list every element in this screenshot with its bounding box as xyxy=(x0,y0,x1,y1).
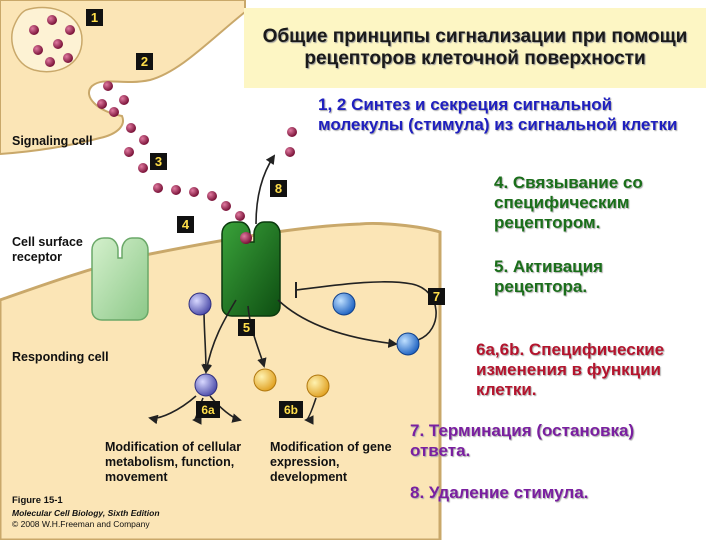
svg-text:4: 4 xyxy=(182,217,190,232)
svg-text:1: 1 xyxy=(91,10,98,25)
svg-text:2: 2 xyxy=(141,54,148,69)
cell-surface-receptor-inactive xyxy=(91,237,149,321)
note-step8: 8. Удаление стимула. xyxy=(410,483,589,502)
note-step12: 1, 2 Синтез и секреция сигнальной молеку… xyxy=(318,95,678,134)
svg-text:7: 7 xyxy=(433,289,440,304)
signal-protein-blue-2 xyxy=(396,332,420,356)
svg-text:6a: 6a xyxy=(201,403,215,417)
signal-protein-purple-2 xyxy=(194,373,218,397)
figure-book: Molecular Cell Biology, Sixth Edition xyxy=(12,508,160,518)
svg-text:3: 3 xyxy=(155,154,162,169)
cell-surface-receptor-active xyxy=(221,221,281,317)
signal-protein-orange-1 xyxy=(253,368,277,392)
responding-cell-shape xyxy=(0,221,442,540)
figure-label: Figure 15-1 xyxy=(12,495,63,506)
step-markers: 1 2 3 4 5 6a 6b 7 8 xyxy=(86,9,445,418)
signal-protein-purple-1 xyxy=(188,292,212,316)
slide-title: Общие принципы сигнализации при помощи р… xyxy=(262,26,688,69)
svg-text:8: 8 xyxy=(275,181,282,196)
note-step4: 4. Связывание со специфическим рецепторо… xyxy=(494,173,643,232)
pathway-arrows xyxy=(148,154,437,425)
signal-molecules xyxy=(29,15,297,244)
label-responding-cell: Responding cell xyxy=(12,350,109,364)
signal-protein-orange-2 xyxy=(306,374,330,398)
note-step5: 5. Активация рецептора. xyxy=(494,257,603,296)
label-receptor: Cell surface receptor xyxy=(12,235,83,264)
svg-text:5: 5 xyxy=(243,320,250,335)
note-step7: 7. Терминация (остановка) ответа. xyxy=(410,421,635,460)
label-signaling-cell: Signaling cell xyxy=(12,134,93,148)
signal-protein-blue-1 xyxy=(332,292,356,316)
label-modification-a: Modification of cellular metabolism, fun… xyxy=(105,440,242,484)
label-modification-b: Modification of gene expression, develop… xyxy=(270,440,392,484)
slide-title-box: Общие принципы сигнализации при помощи р… xyxy=(244,8,706,88)
svg-text:6b: 6b xyxy=(284,403,298,417)
note-step6: 6a,6b. Специфические изменения в функции… xyxy=(476,340,665,399)
figure-copyright: © 2008 W.H.Freeman and Company xyxy=(12,519,150,529)
